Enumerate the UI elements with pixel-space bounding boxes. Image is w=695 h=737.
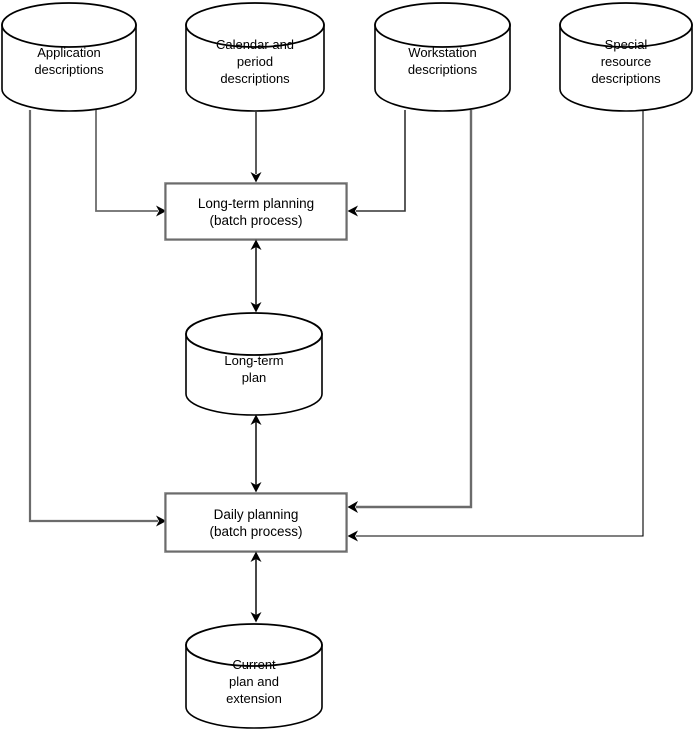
cylinder-current-plan-extension [185,623,323,729]
edge-special-resource-to-daily-planning [347,110,644,542]
edge-long-term-plan-to-daily-planning [250,414,262,493]
cylinder-workstation-descriptions [374,2,511,112]
edge-workstation-to-daily-planning [347,110,473,513]
cylinder-application-descriptions [1,2,137,112]
edge-daily-planning-to-current-plan [250,551,262,623]
process-long-term-planning [164,182,348,241]
edge-workstation-to-long-term-planning [347,110,406,217]
edge-long-term-planning-to-long-term-plan [250,239,262,313]
cylinder-special-resource-descriptions [559,2,693,112]
cylinder-long-term-plan [185,312,323,416]
edge-calendar-to-long-term-planning [250,110,262,183]
edge-application-to-long-term-planning [95,110,167,217]
cylinder-calendar-period-descriptions [185,2,325,112]
process-daily-planning [164,492,348,553]
edge-application-to-daily-planning [28,110,167,527]
